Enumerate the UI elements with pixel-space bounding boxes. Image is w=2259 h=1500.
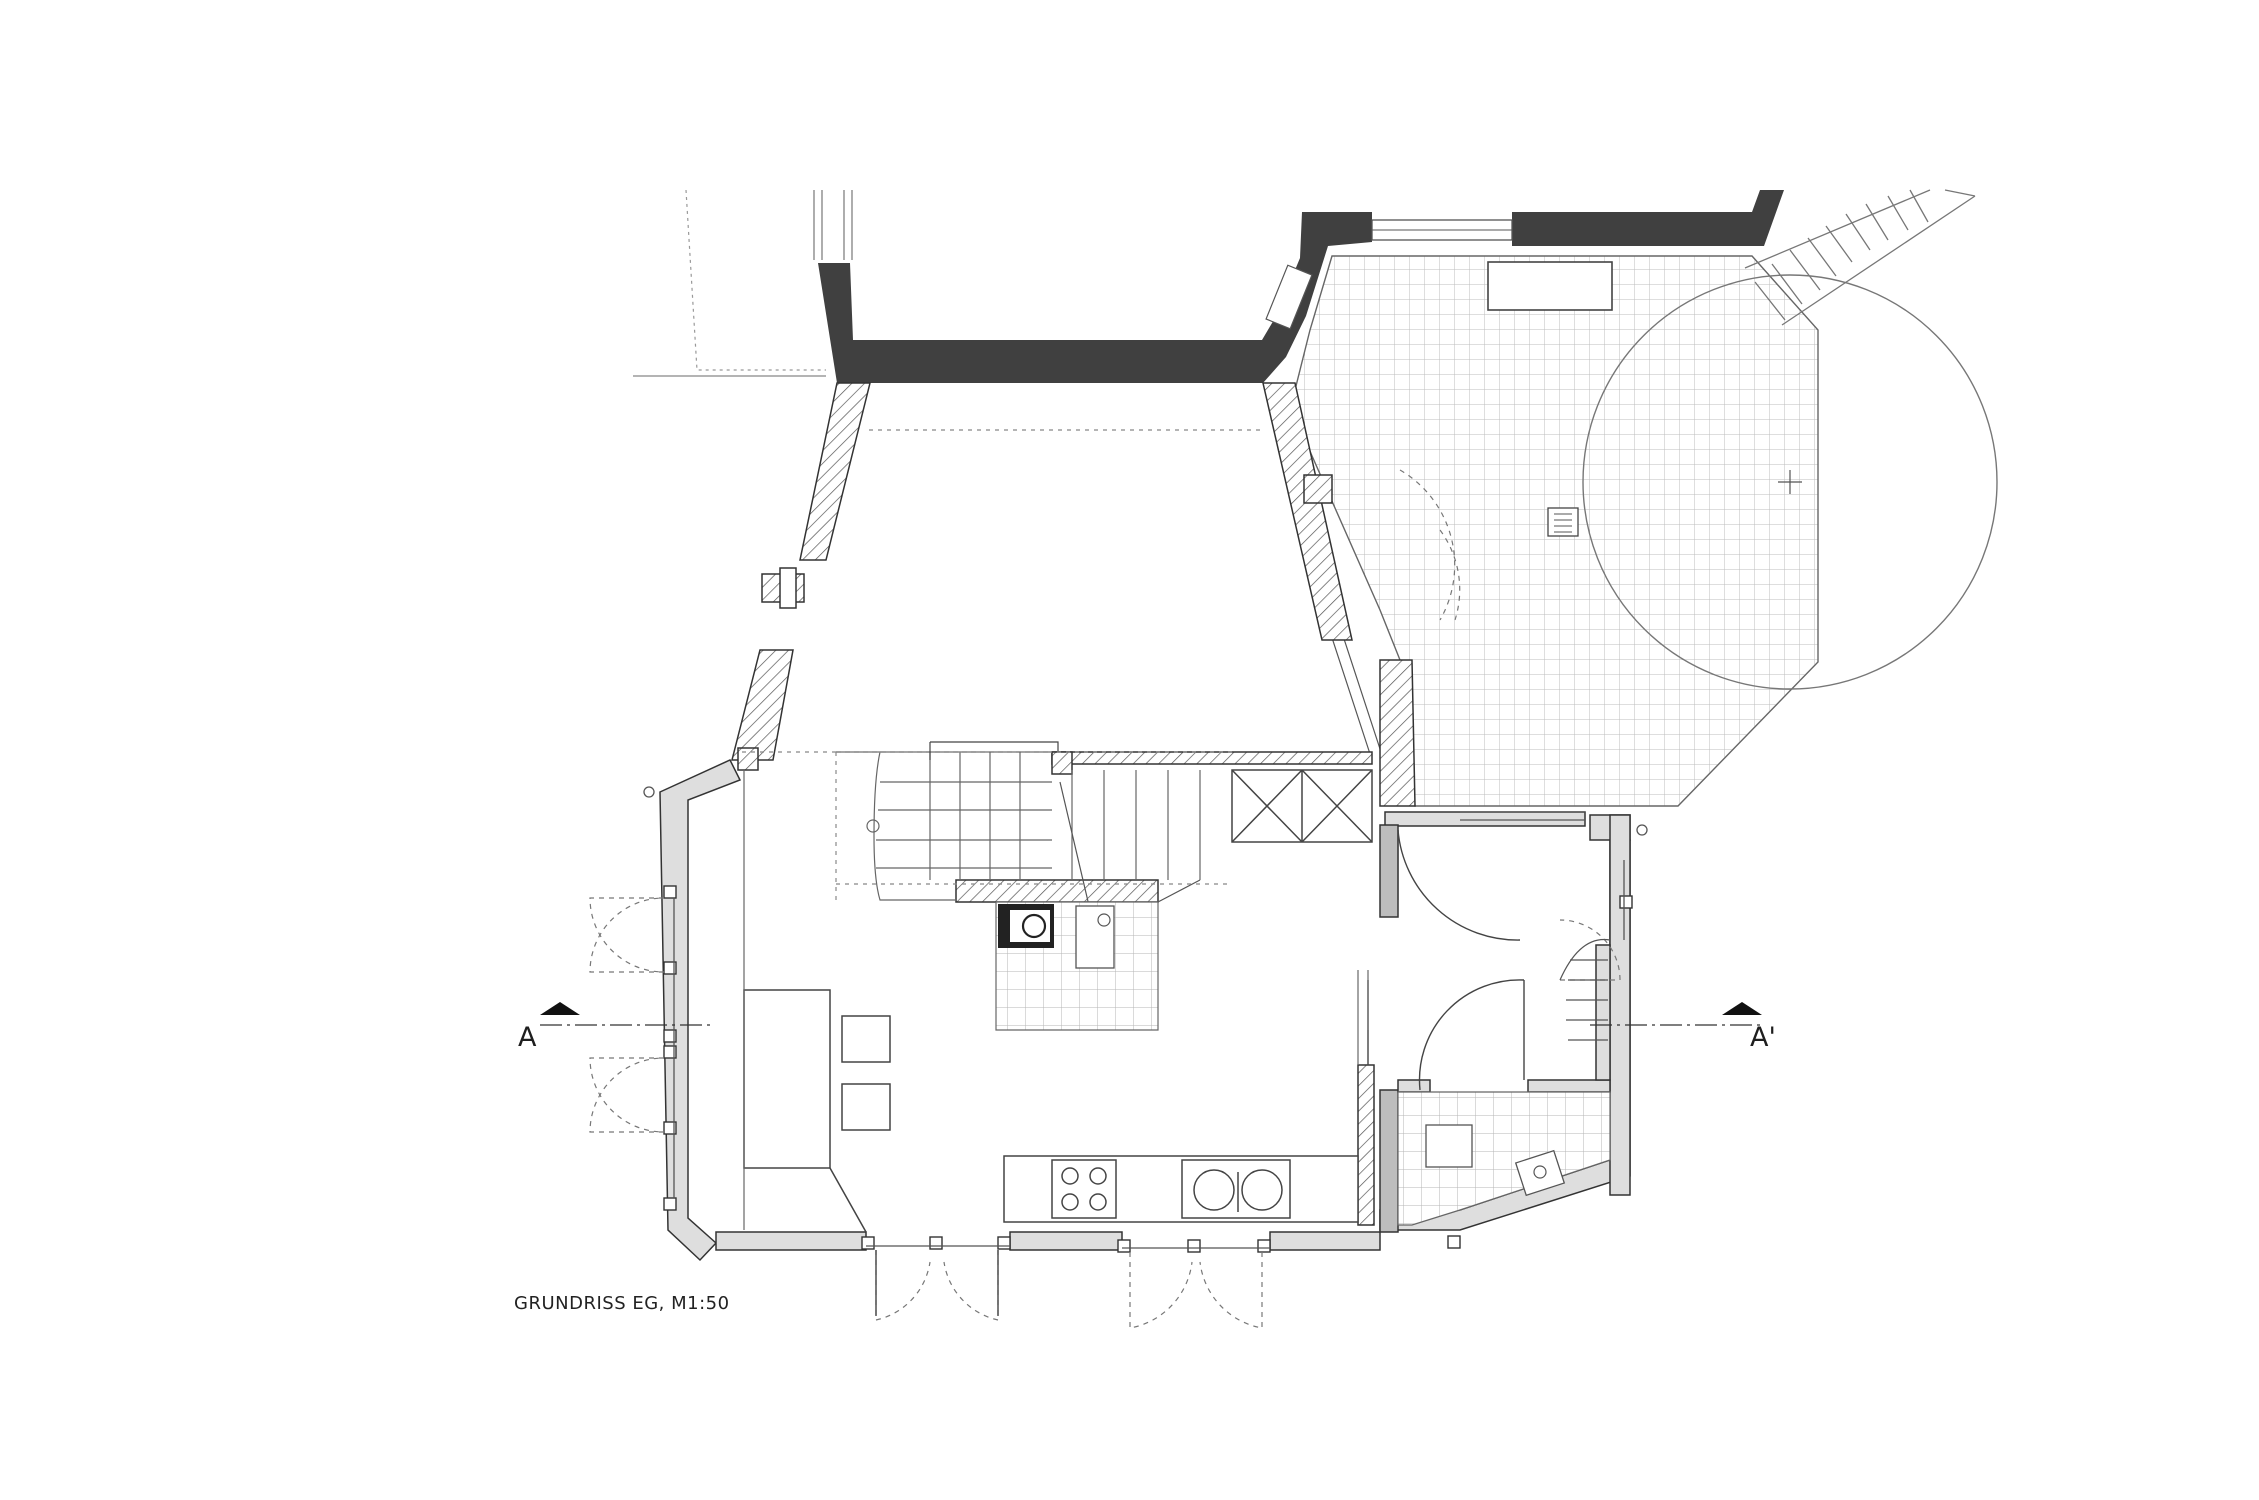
exterior-walls	[659, 759, 1631, 1262]
section-label-left: A	[518, 1022, 537, 1053]
section-line: A A'	[518, 1002, 1776, 1053]
double-sink	[1181, 1159, 1291, 1219]
bathroom-tiles	[1397, 1091, 1611, 1226]
storage-cabinet	[1231, 769, 1373, 843]
cooktop	[1051, 1159, 1117, 1219]
dining-table	[743, 989, 831, 1169]
staircase	[742, 741, 1232, 911]
section-arrow-right	[1722, 1002, 1762, 1015]
furniture	[743, 989, 1359, 1233]
stool-1	[841, 1015, 891, 1063]
garden-stairs	[1744, 189, 1976, 326]
tree-canopy	[1582, 274, 1998, 690]
terrace	[1289, 189, 1998, 807]
hearth-tiles	[995, 901, 1159, 1031]
section-arrow-left	[540, 1002, 580, 1015]
drawing-caption: GRUNDRISS EG, M1:50	[514, 1293, 730, 1314]
windows	[643, 786, 1648, 1249]
site-context	[633, 189, 853, 377]
terrace-step	[1487, 261, 1613, 311]
window-mullions	[663, 885, 1633, 1253]
existing-walls	[818, 190, 1784, 383]
floor-drain	[1547, 507, 1579, 537]
interior-lines	[743, 770, 1369, 1230]
coat-rack	[1559, 938, 1611, 1041]
section-label-right: A'	[1750, 1022, 1776, 1053]
stool-2	[841, 1083, 891, 1131]
new-walls	[731, 382, 1416, 903]
